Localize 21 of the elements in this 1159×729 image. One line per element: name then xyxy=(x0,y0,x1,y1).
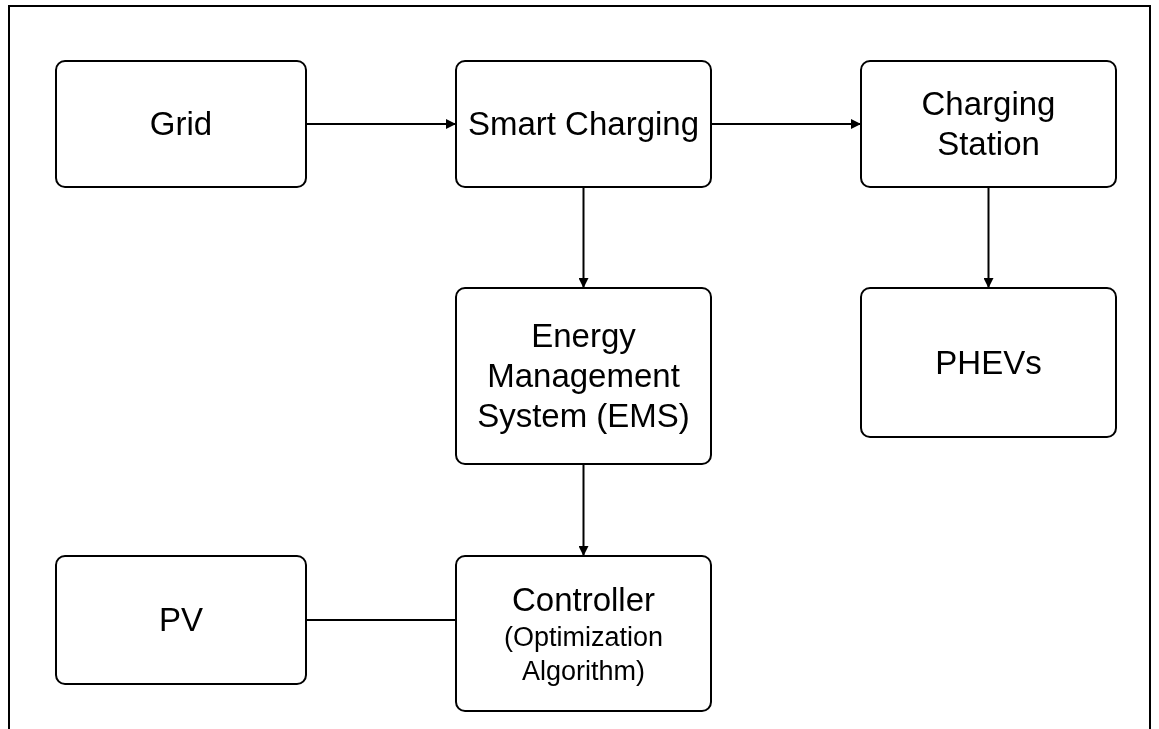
connector-line xyxy=(306,619,456,621)
node-label: PHEVs xyxy=(935,342,1042,383)
node-label: Grid xyxy=(149,104,213,144)
process-box xyxy=(455,60,712,188)
node-label: Energy Management System (EMS) xyxy=(476,316,691,436)
process-box xyxy=(55,60,307,188)
node-label: PV xyxy=(159,600,203,640)
process-box xyxy=(455,287,712,465)
node-label: Charging Station xyxy=(920,84,1057,164)
process-box xyxy=(55,555,307,685)
node-label: Smart Charging xyxy=(467,104,700,144)
arrow xyxy=(306,119,456,129)
node-label: Controller xyxy=(511,579,656,620)
process-box xyxy=(860,60,1117,188)
node-label: (Optimization Algorithm) xyxy=(502,620,664,688)
arrow xyxy=(578,464,589,556)
arrow xyxy=(711,119,861,129)
arrow xyxy=(578,187,589,288)
process-box xyxy=(860,287,1117,438)
process-box xyxy=(455,555,712,712)
arrow xyxy=(983,187,994,288)
